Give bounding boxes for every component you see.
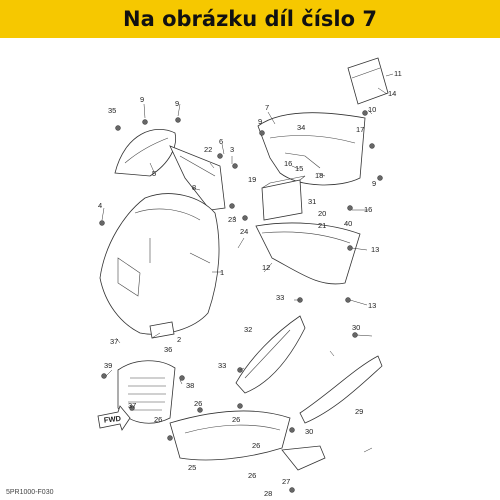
callout-16-b: 16 [364, 205, 372, 214]
callout-33-b: 33 [218, 361, 226, 370]
leader-lines [101, 73, 394, 453]
callout-22: 22 [204, 145, 212, 154]
part-1-front-cowl [99, 193, 220, 335]
part-7-inner-cover [257, 112, 366, 186]
fasteners [99, 110, 383, 493]
callout-30-b: 30 [305, 427, 313, 436]
callout-9-b: 9 [175, 99, 179, 108]
callout-27: 27 [282, 477, 290, 486]
diagram-code: 5PR1000-F030 [6, 489, 54, 496]
callout-32: 32 [244, 325, 252, 334]
callout-33-a: 33 [276, 293, 284, 302]
callout-36: 36 [164, 345, 172, 354]
part-5-small-cover [114, 129, 177, 177]
callout-9-a: 9 [140, 95, 144, 104]
callout-10: 10 [368, 105, 376, 114]
callout-14: 14 [388, 89, 396, 98]
callout-40: 40 [344, 219, 352, 228]
page-title: Na obrázku díl číslo 7 [123, 7, 377, 31]
callout-3: 3 [230, 145, 234, 154]
callout-30-a: 30 [352, 323, 360, 332]
callout-34: 34 [297, 123, 305, 132]
callout-26-c: 26 [232, 415, 240, 424]
exploded-parts-diagram: FWD 1 2 3 4 5 6 7 8 9 9 9 9 10 11 12 13 … [97, 57, 402, 498]
callout-23: 23 [228, 215, 236, 224]
part-12-lower-panel [255, 222, 361, 285]
callout-26-b: 26 [154, 415, 162, 424]
forward-arrow: FWD [97, 405, 131, 431]
part-25-floor-panel [169, 410, 291, 461]
callout-29: 29 [355, 407, 363, 416]
part-11-top-cover [347, 57, 389, 105]
part-27-bottom-piece [281, 445, 326, 471]
callout-2: 2 [177, 335, 181, 344]
callout-13-a: 13 [371, 245, 379, 254]
callout-13-b: 13 [368, 301, 376, 310]
callout-38: 38 [186, 381, 194, 390]
callout-9-c: 9 [258, 117, 262, 126]
part-29-side-strip [299, 355, 383, 424]
callout-35: 35 [108, 106, 116, 115]
callout-15: 15 [295, 164, 303, 173]
callout-37-b: 37 [128, 401, 136, 410]
callout-17: 17 [356, 125, 364, 134]
part-22-bracket [169, 145, 226, 211]
callout-18: 18 [315, 171, 323, 180]
callout-1: 1 [220, 268, 224, 277]
callout-6: 6 [219, 137, 223, 146]
callout-9-d: 9 [372, 179, 376, 188]
callout-26-a: 26 [194, 399, 202, 408]
callout-labels: 1 2 3 4 5 6 7 8 9 9 9 9 10 11 12 13 13 1… [98, 69, 402, 498]
callout-4: 4 [98, 201, 102, 210]
title-banner [0, 0, 500, 38]
callout-7: 7 [265, 103, 269, 112]
callout-25: 25 [188, 463, 196, 472]
callout-24: 24 [240, 227, 248, 236]
callout-26-d: 26 [252, 441, 260, 450]
callout-39: 39 [104, 361, 112, 370]
part-2-label [149, 321, 175, 339]
callout-11: 11 [394, 69, 402, 78]
callout-26-e: 26 [248, 471, 256, 480]
part-32-side-panel [235, 315, 306, 394]
callout-31: 31 [308, 197, 316, 206]
callout-37-a: 37 [110, 337, 118, 346]
callout-8: 8 [192, 183, 196, 192]
callout-20: 20 [318, 209, 326, 218]
callout-21: 21 [318, 221, 326, 230]
callout-12: 12 [262, 263, 270, 272]
fwd-label: FWD [103, 414, 122, 425]
callout-16-a: 16 [284, 159, 292, 168]
callout-19: 19 [248, 175, 256, 184]
part-19-box [261, 175, 306, 221]
callout-5: 5 [152, 169, 156, 178]
callout-28: 28 [264, 489, 272, 498]
